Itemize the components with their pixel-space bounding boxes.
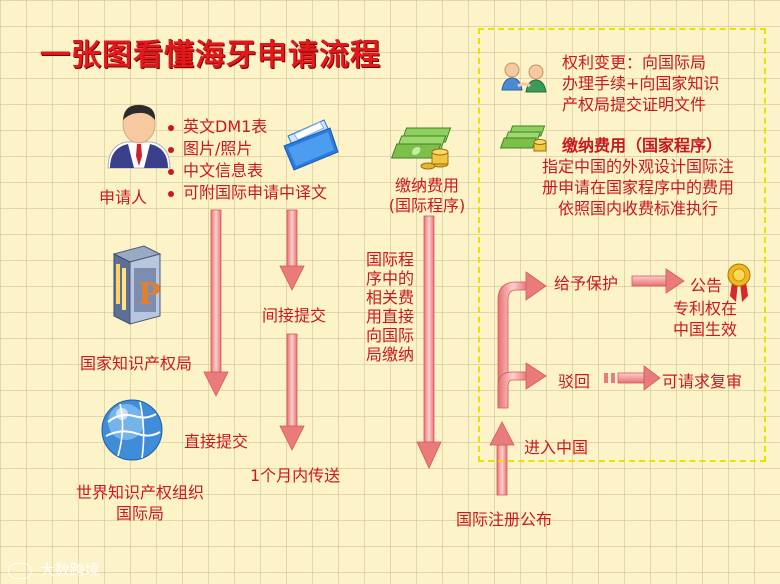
patent-effective-line: 中国生效	[672, 320, 737, 339]
medal-icon	[727, 263, 751, 302]
fee-note-line: 向国际	[366, 326, 415, 345]
wipo-label: 世界知识产权组织 国际局	[60, 482, 220, 524]
arrow-enter-china	[489, 421, 515, 496]
right-change-text: 权利变更：向国际局 办理手续+向国家知识 产权局提交证明文件	[562, 52, 719, 115]
announcement-label: 公告	[690, 276, 723, 295]
bullet-icon	[168, 124, 174, 131]
arrow-reject-to-review	[604, 365, 661, 391]
reject-label: 驳回	[558, 372, 591, 391]
international-publication-label: 国际注册公布	[456, 510, 553, 529]
document-item-label: 中文信息表	[183, 161, 264, 180]
fee-note-line: 国际程	[366, 250, 415, 269]
right-change-line: 产权局提交证明文件	[562, 95, 707, 114]
server-building-icon: P	[112, 245, 162, 325]
brand-logo-icon	[8, 562, 32, 579]
wipo-label-line: 世界知识产权组织	[75, 483, 204, 502]
people-exchange-icon	[501, 62, 547, 93]
wipo-label-line: 国际局	[115, 504, 164, 523]
international-fee-line: (国际程序)	[388, 196, 466, 215]
fee-note-line: 相关费	[366, 288, 415, 307]
svg-text:P: P	[138, 277, 161, 312]
arrow-office-to-wipo	[279, 333, 305, 451]
national-office-label: 国家知识产权局	[80, 354, 193, 373]
international-fee-note: 国际程 序中的 相关费 用直接 向国际 局缴纳	[366, 250, 414, 364]
national-fee-text: 指定中国的外观设计国际注 册申请在国家程序中的费用 依照国内收费标准执行	[518, 156, 758, 219]
money-stack-small-icon	[499, 125, 547, 152]
bullet-icon	[168, 146, 174, 153]
direct-submit-label: 直接提交	[184, 432, 249, 451]
patent-effective-label: 专利权在 中国生效	[660, 298, 750, 340]
fee-note-line: 局缴纳	[366, 345, 415, 364]
request-review-label: 可请求复审	[662, 372, 743, 391]
folder-document-icon	[283, 119, 339, 171]
globe-icon	[101, 399, 163, 461]
money-stack-icon	[390, 127, 452, 170]
applicant-person-icon	[107, 104, 171, 169]
document-item: 中文信息表	[168, 160, 327, 182]
international-fee-label: 缴纳费用 (国际程序)	[372, 176, 482, 216]
document-item-label: 英文DM1表	[183, 117, 268, 136]
document-item: 可附国际申请中译文	[168, 182, 327, 204]
bullet-icon	[168, 190, 174, 197]
right-change-line: 办理手续+向国家知识	[562, 74, 720, 93]
fee-note-line: 序中的	[366, 269, 415, 288]
indirect-submit-label: 间接提交	[262, 306, 327, 325]
grant-protection-label: 给予保护	[554, 274, 619, 293]
watermark: 大数跨境	[8, 559, 100, 580]
applicant-label: 申请人	[98, 188, 147, 207]
page-title: 一张图看懂海牙申请流程	[40, 38, 381, 73]
national-fee-line: 册申请在国家程序中的费用	[541, 178, 734, 197]
one-month-transfer-label: 1个月内传送	[250, 466, 341, 485]
enter-china-label: 进入中国	[524, 438, 589, 457]
document-item-label: 图片/照片	[183, 139, 253, 158]
document-item: 图片/照片	[168, 138, 327, 160]
international-fee-line: 缴纳费用	[394, 176, 459, 195]
national-fee-line: 指定中国的外观设计国际注	[541, 157, 734, 176]
national-phase-box	[478, 28, 766, 462]
bullet-icon	[168, 168, 174, 175]
right-change-line: 权利变更：向国际局	[562, 53, 707, 72]
national-fee-line: 依照国内收费标准执行	[557, 199, 718, 218]
watermark-text: 大数跨境	[39, 561, 100, 579]
fee-note-line: 用直接	[366, 307, 415, 326]
patent-effective-line: 专利权在	[672, 299, 737, 318]
arrow-international-fee	[416, 215, 442, 469]
document-item: 英文DM1表	[168, 116, 327, 138]
document-item-label: 可附国际申请中译文	[183, 183, 328, 202]
national-fee-heading: 缴纳费用（国家程序）	[562, 136, 723, 155]
arrow-curve-reject	[497, 362, 547, 409]
arrow-grant-to-announce	[631, 268, 685, 294]
document-list: 英文DM1表 图片/照片 中文信息表 可附国际申请中译文	[168, 116, 327, 204]
arrow-to-national-office	[279, 209, 305, 291]
arrow-direct-submit	[203, 209, 229, 397]
